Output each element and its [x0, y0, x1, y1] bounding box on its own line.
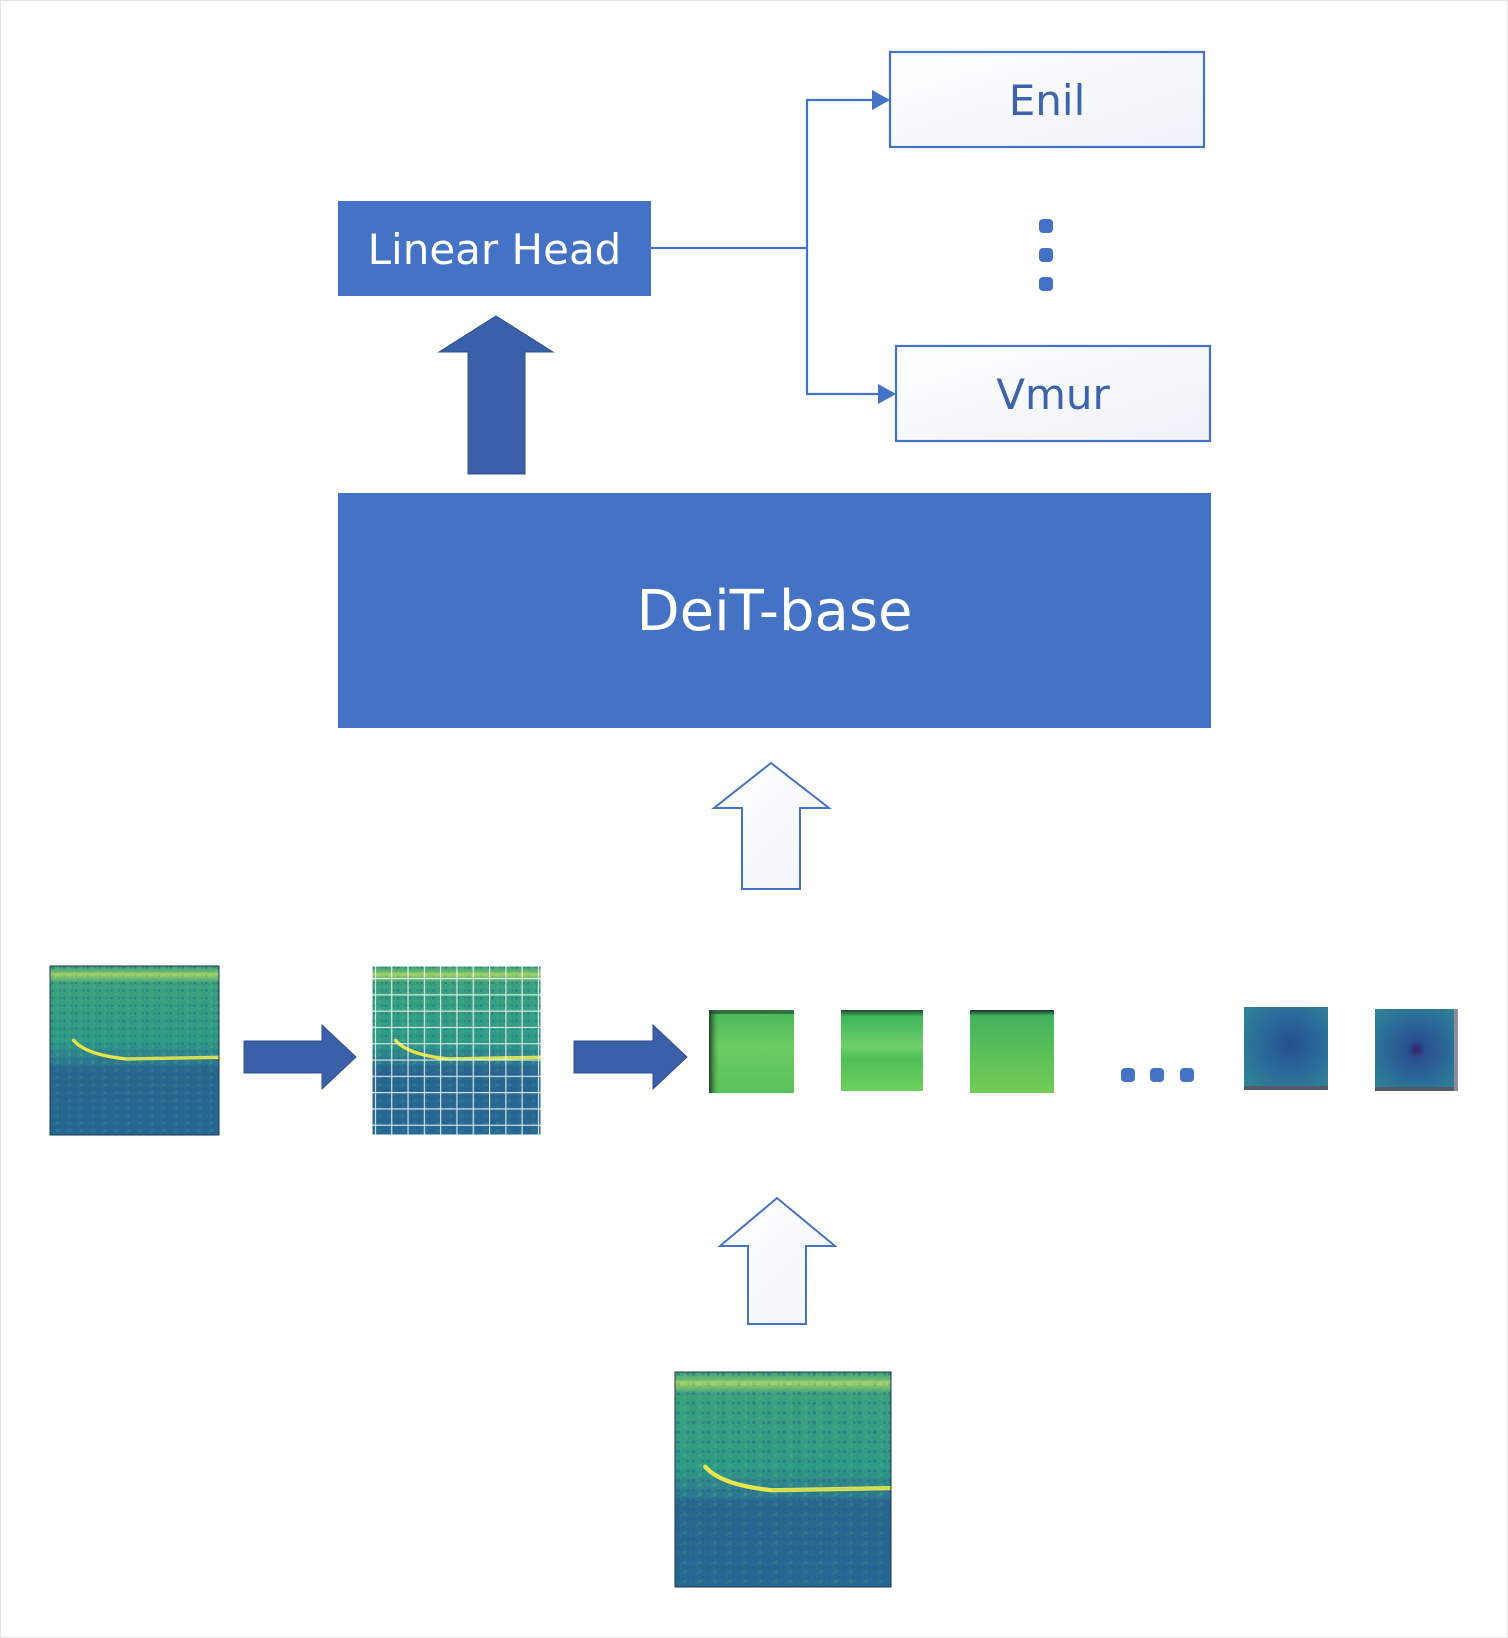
image-patch-1	[709, 1010, 794, 1093]
patch-grid-image	[371, 965, 542, 1136]
connector-to-last-output	[805, 248, 880, 396]
linear-head-label: Linear Head	[368, 225, 622, 274]
linear-head-block: Linear Head	[338, 201, 651, 296]
vertical-ellipsis-icon	[1039, 219, 1053, 291]
solid-right-arrow-1-icon	[243, 1023, 357, 1091]
image-patch-3	[970, 1010, 1054, 1093]
hollow-up-arrow-lower-icon	[717, 1196, 838, 1325]
image-patch-5	[1375, 1009, 1458, 1091]
output-box-first: Enil	[888, 50, 1206, 149]
solid-up-arrow-icon	[437, 315, 555, 475]
hollow-up-arrow-upper-icon	[711, 761, 832, 890]
connector-to-first-output	[805, 98, 874, 248]
image-patch-2	[841, 1010, 923, 1091]
deit-base-label: DeiT-base	[637, 579, 913, 644]
output-connectors	[651, 98, 880, 396]
output-box-last: Vmur	[894, 344, 1212, 443]
output-label-first: Enil	[1009, 76, 1086, 125]
image-patch-4	[1244, 1007, 1328, 1090]
solid-right-arrow-2-icon	[573, 1023, 688, 1091]
output-label-last: Vmur	[996, 370, 1110, 419]
deit-base-block: DeiT-base	[338, 493, 1211, 728]
horizontal-ellipsis-icon	[1121, 1068, 1194, 1082]
input-spectrogram-image	[49, 965, 220, 1136]
source-spectrogram-image	[674, 1371, 892, 1588]
arrowhead-first-output-icon	[872, 90, 890, 110]
arrowhead-last-output-icon	[878, 384, 896, 404]
